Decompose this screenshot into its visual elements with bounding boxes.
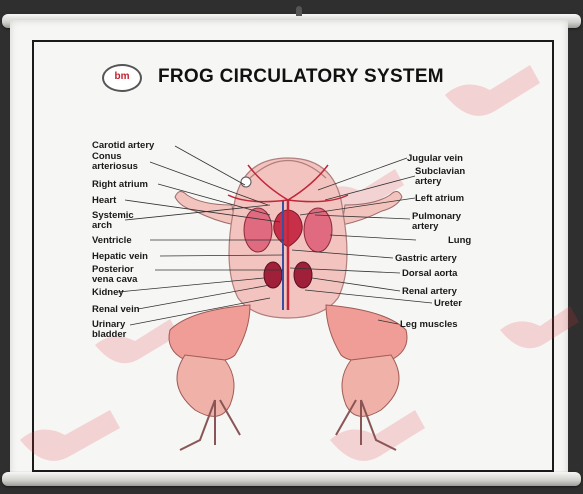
- label-left-atrium: Left atrium: [415, 194, 464, 204]
- left-shank: [177, 355, 234, 416]
- label-systemic-arch: Systemic arch: [92, 211, 134, 231]
- watermark-mark: [500, 306, 579, 348]
- label-conus-arteriosus: Conus arteriosus: [92, 152, 138, 172]
- right-thigh: [326, 305, 407, 362]
- label-lung: Lung: [448, 236, 471, 246]
- left-kidney: [264, 262, 282, 288]
- publisher-logo: bm: [102, 64, 142, 92]
- label-right-atrium: Right atrium: [92, 180, 148, 190]
- left-thigh: [169, 305, 250, 362]
- label-leg-muscles: Leg muscles: [400, 320, 458, 330]
- label-jugular-vein: Jugular vein: [407, 154, 463, 164]
- watermark-mark: [20, 410, 120, 461]
- right-kidney: [294, 262, 312, 288]
- label-ventricle: Ventricle: [92, 236, 132, 246]
- watermark-mark: [445, 65, 540, 116]
- label-kidney: Kidney: [92, 288, 124, 298]
- label-gastric-artery: Gastric artery: [395, 254, 457, 264]
- label-heart: Heart: [92, 196, 116, 206]
- label-ureter: Ureter: [434, 299, 462, 309]
- label-carotid-artery: Carotid artery: [92, 141, 154, 151]
- label-renal-vein: Renal vein: [92, 305, 140, 315]
- label-dorsal-aorta: Dorsal aorta: [402, 269, 457, 279]
- label-urinary-bladder: Urinary bladder: [92, 320, 126, 340]
- bottom-hanging-rod: [2, 472, 581, 486]
- chart-title: FROG CIRCULATORY SYSTEM: [158, 66, 444, 88]
- left-eye-icon: [241, 177, 251, 187]
- right-shank: [342, 355, 399, 416]
- label-subclavian-artery: Subclavian artery: [415, 167, 465, 187]
- label-posterior-vena-cava: Posterior vena cava: [92, 265, 137, 285]
- label-renal-artery: Renal artery: [402, 287, 457, 297]
- watermark-mark: [330, 410, 425, 461]
- right-lung: [304, 208, 332, 252]
- label-hepatic-vein: Hepatic vein: [92, 252, 148, 262]
- label-pulmonary-artery: Pulmonary artery: [412, 212, 461, 232]
- logo-text: bm: [104, 71, 140, 82]
